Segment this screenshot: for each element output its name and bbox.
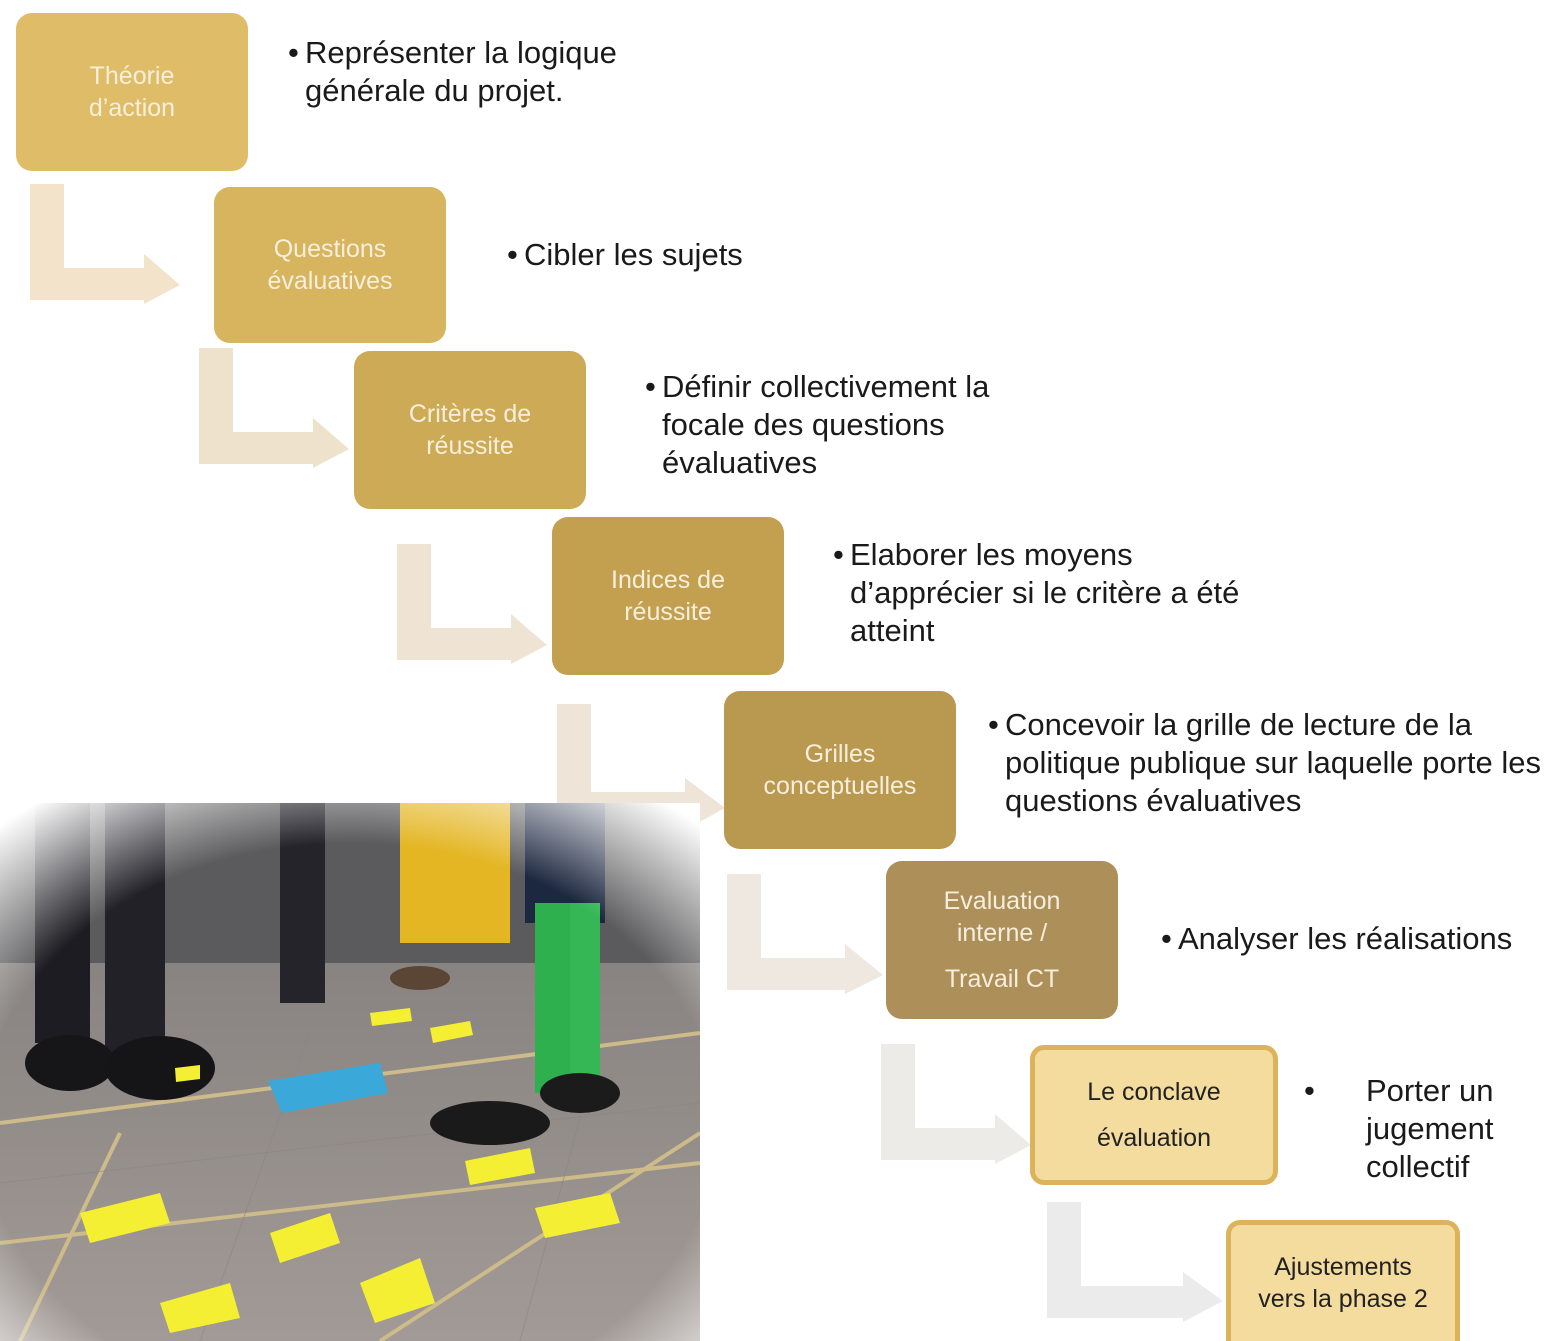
connector-arrow-5 — [727, 874, 883, 994]
connector-arrow-7 — [1047, 1202, 1223, 1322]
connector-arrow-3 — [397, 544, 547, 664]
description-text: Concevoir la grille de lecture de la pol… — [1005, 707, 1541, 818]
bullet-icon: • — [1304, 1073, 1315, 1108]
bullet-icon: • — [988, 707, 999, 742]
bullet-icon: • — [1161, 921, 1172, 956]
description-text: Elaborer les moyens d’apprécier si le cr… — [850, 537, 1240, 648]
step-box-questions-evaluatives: Questions évaluatives — [214, 187, 446, 343]
step-box-ajustements: Ajustements vers la phase 2 — [1226, 1220, 1460, 1341]
meeting-floor-photo — [0, 803, 700, 1341]
description-text: Cibler les sujets — [524, 237, 743, 272]
step-description-3: • Définir collectivement la focale des q… — [645, 368, 1052, 482]
step-description-7: • Porter un jugement collectif — [1304, 1072, 1546, 1186]
step-box-indices-reussite: Indices de réussite — [552, 517, 784, 675]
step-label: Indices de réussite — [611, 566, 725, 626]
step-label: Critères de réussite — [408, 400, 532, 460]
step-label: Questions évaluatives — [267, 235, 393, 295]
description-text: Définir collectivement la focale des que… — [662, 369, 990, 480]
step-description-6: • Analyser les réalisations — [1161, 920, 1563, 958]
step-label-line1: Le conclave — [1087, 1078, 1221, 1106]
connector-arrow-4 — [557, 704, 725, 830]
step-description-4: • Elaborer les moyens d’apprécier si le … — [833, 536, 1250, 650]
step-label: Ajustements vers la phase 2 — [1258, 1253, 1428, 1313]
description-text: Porter un jugement collectif — [1366, 1073, 1494, 1184]
bullet-icon: • — [833, 537, 844, 572]
step-description-1: • Représenter la logique générale du pro… — [288, 34, 685, 110]
connector-arrow-1 — [30, 184, 180, 304]
connector-arrow-6 — [881, 1044, 1031, 1164]
bullet-icon: • — [507, 237, 518, 272]
step-box-theorie-action: Théorie d’action — [16, 13, 248, 171]
description-text: Représenter la logique générale du proje… — [305, 35, 617, 108]
step-label-line2: Travail CT — [944, 965, 1060, 993]
description-text: Analyser les réalisations — [1178, 921, 1513, 956]
step-description-5: • Concevoir la grille de lecture de la p… — [988, 706, 1545, 820]
step-label-line1: Evaluation interne / — [943, 887, 1061, 947]
connector-shape — [30, 184, 180, 304]
step-box-criteres-reussite: Critères de réussite — [354, 351, 586, 509]
bullet-icon: • — [645, 369, 656, 404]
step-box-grilles-conceptuelles: Grilles conceptuelles — [724, 691, 956, 849]
step-box-conclave-evaluation: Le conclave évaluation — [1030, 1045, 1278, 1185]
step-box-evaluation-interne: Evaluation interne / Travail CT — [886, 861, 1118, 1019]
bullet-icon: • — [288, 35, 299, 70]
step-label-line2: évaluation — [1097, 1124, 1211, 1152]
step-description-2: • Cibler les sujets — [507, 236, 824, 274]
connector-arrow-2 — [199, 348, 349, 468]
step-label: Théorie d’action — [88, 62, 176, 122]
step-label: Grilles conceptuelles — [763, 740, 917, 800]
